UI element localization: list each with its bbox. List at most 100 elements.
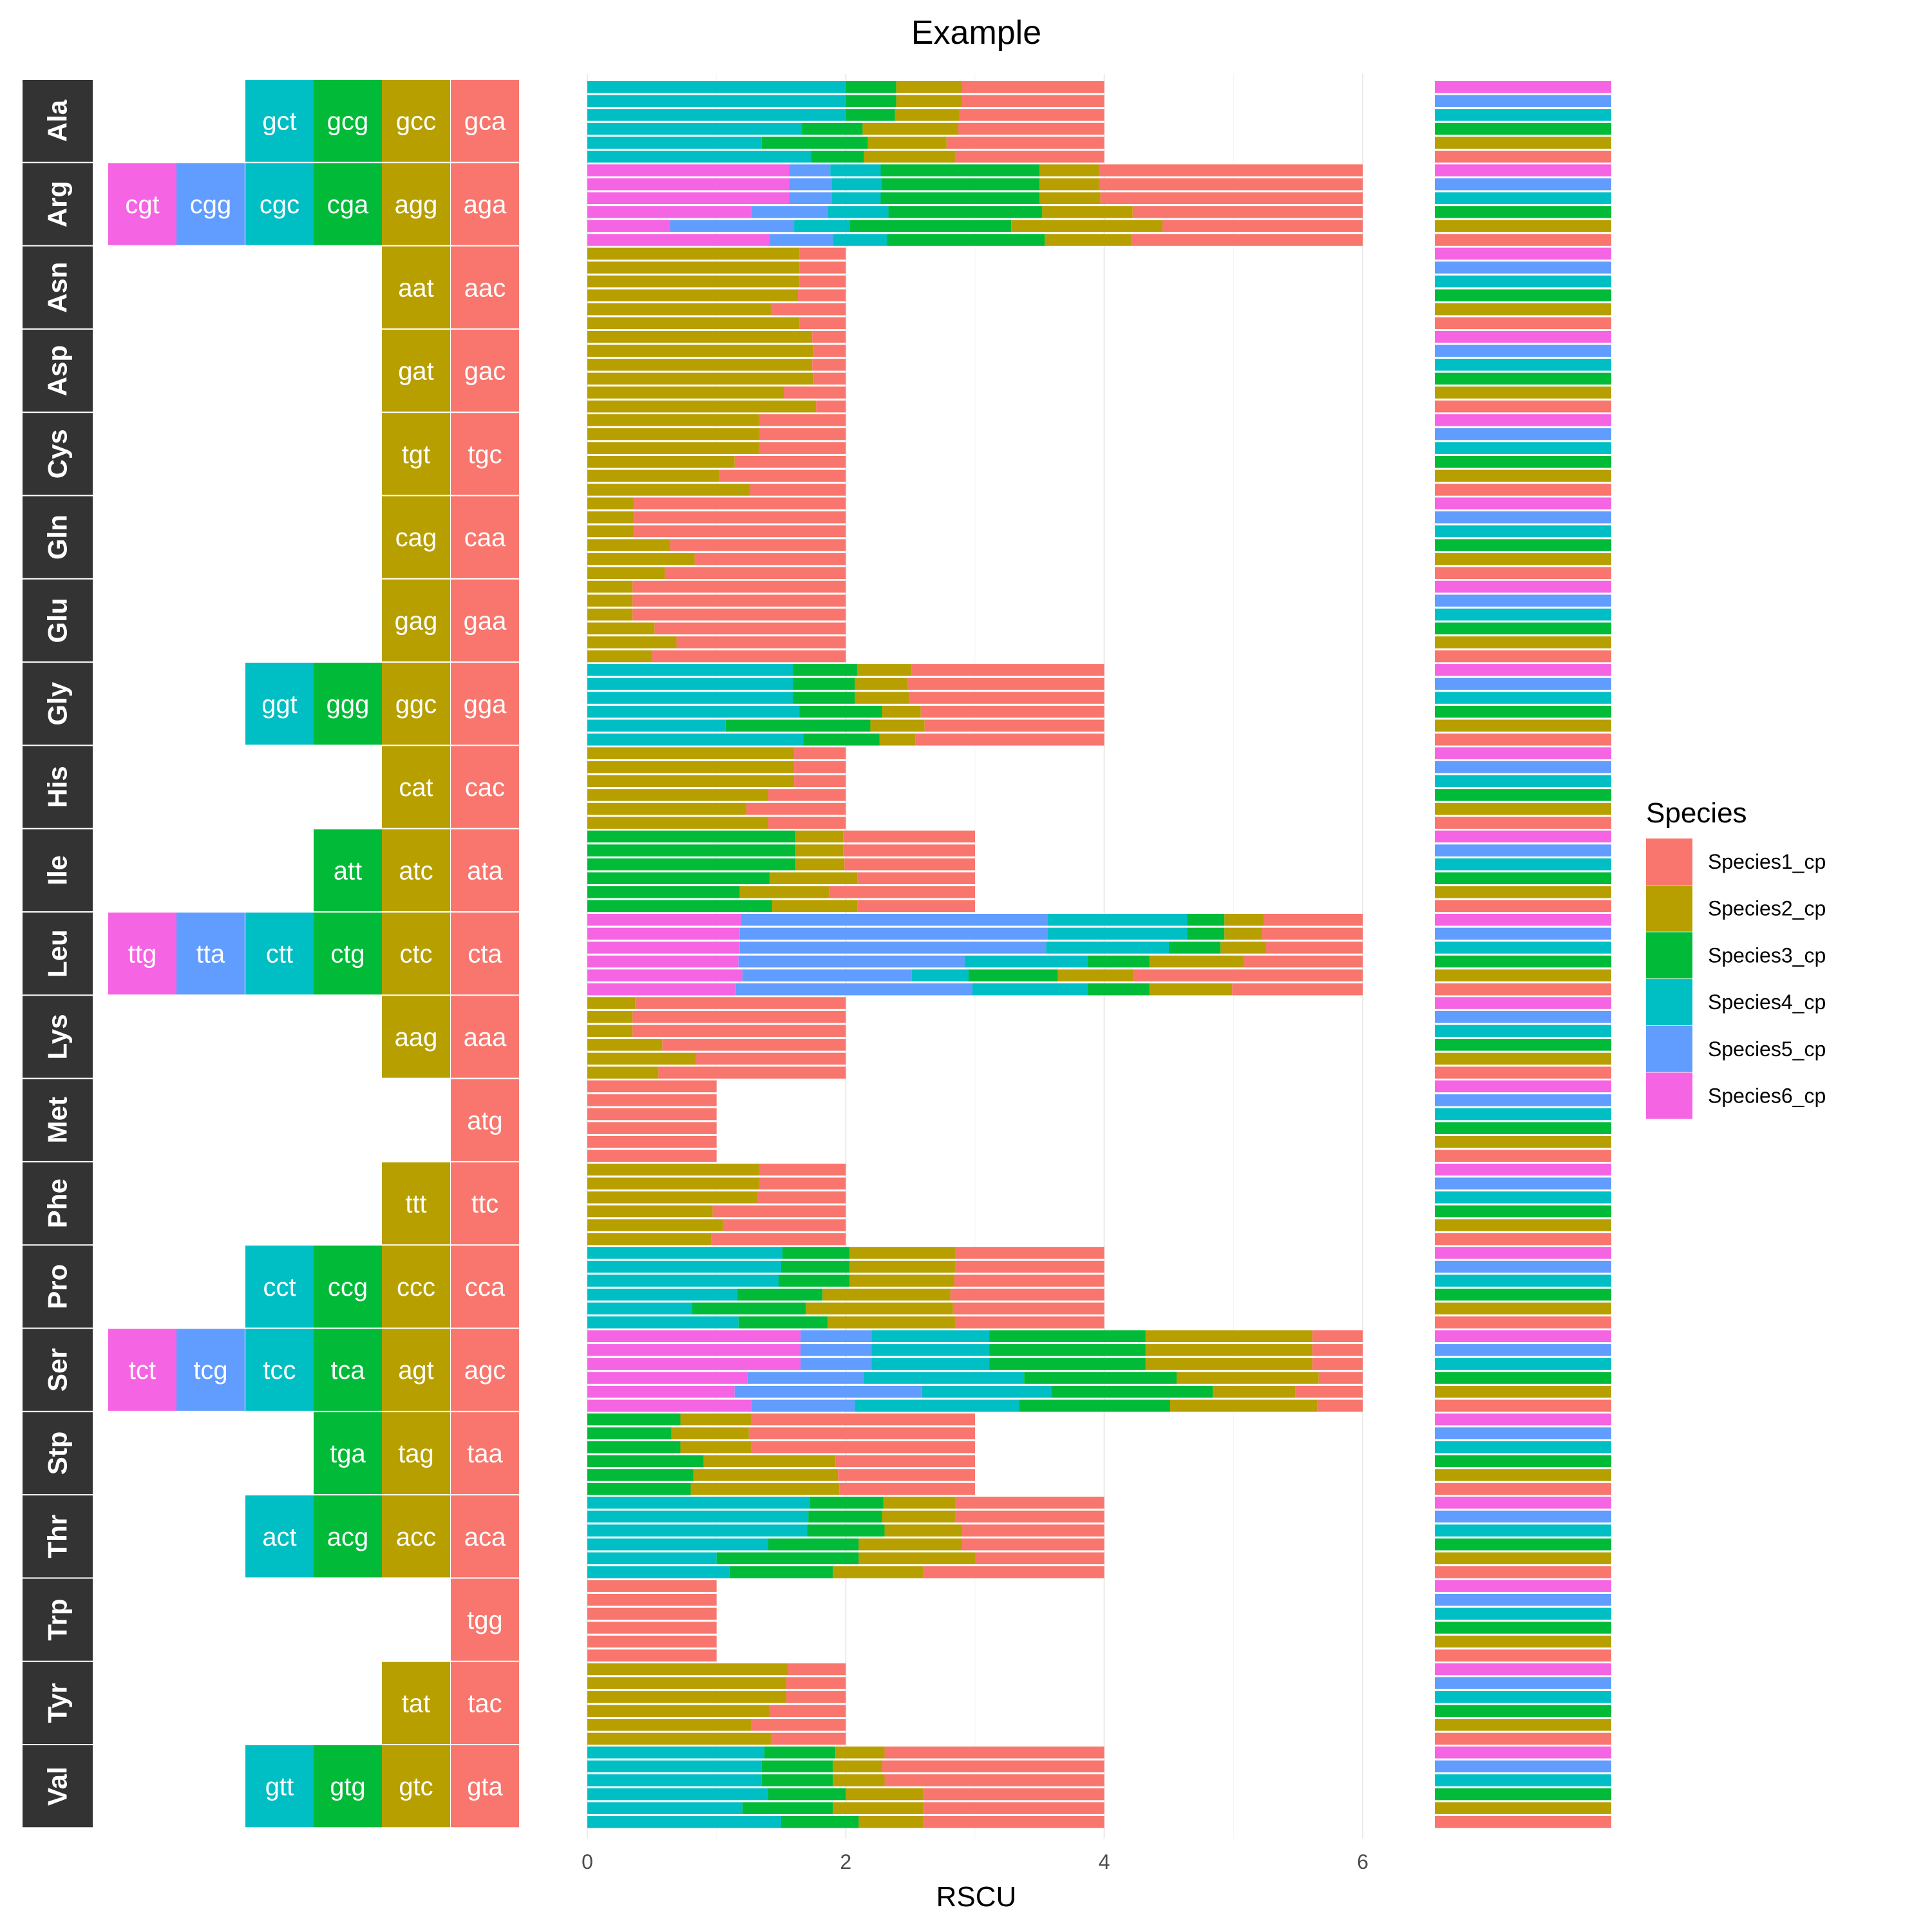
bar-segment xyxy=(1045,234,1132,246)
bar-segment xyxy=(694,553,846,565)
bar-segment xyxy=(883,1497,956,1509)
species-column-ser xyxy=(1435,1330,1611,1412)
bar-segment xyxy=(952,1302,1104,1315)
bar-segment xyxy=(954,1274,1104,1287)
codon-tile-label: cca xyxy=(465,1273,506,1302)
rscu-bars-ala xyxy=(587,81,1104,163)
bar-segment xyxy=(737,1289,823,1301)
codon-tile xyxy=(382,163,450,245)
bar-segment xyxy=(587,234,770,246)
bar-segment xyxy=(676,636,846,649)
bar-segment xyxy=(1087,983,1150,996)
species-column-phe xyxy=(1435,1163,1611,1245)
bar-segment xyxy=(652,650,846,663)
bar-segment xyxy=(768,1788,846,1801)
bar-segment xyxy=(769,872,858,884)
codon-tile xyxy=(245,1245,314,1328)
codon-tile-label: cac xyxy=(465,773,505,802)
bar-segment xyxy=(587,1719,752,1731)
bar-segment xyxy=(1265,942,1363,954)
codon-tile-label: gac xyxy=(464,357,506,386)
codon-tile xyxy=(245,663,314,745)
bar-segment xyxy=(880,164,1040,176)
bar-segment xyxy=(871,1330,990,1342)
bar-segment xyxy=(770,303,846,316)
species-cell xyxy=(1435,567,1611,579)
rscu-bars-val xyxy=(587,1747,1104,1828)
aa-strip-glu: Glu xyxy=(23,579,93,662)
bar-segment xyxy=(794,747,846,759)
bar-segment xyxy=(759,442,846,454)
species-cell xyxy=(1435,719,1611,732)
bar-segment xyxy=(955,1510,1104,1523)
codon-tile xyxy=(451,413,519,495)
bar-segment xyxy=(794,761,846,773)
bar-segment xyxy=(632,609,846,621)
codon-tile xyxy=(382,829,450,911)
aa-strip-pro: Pro xyxy=(23,1245,93,1328)
codon-tile xyxy=(451,1412,519,1495)
bar-segment xyxy=(587,386,784,399)
bar-segment xyxy=(587,567,665,579)
codon-tile xyxy=(451,1329,519,1411)
aa-strip-box xyxy=(23,1245,93,1328)
codon-tile-label: tgg xyxy=(467,1606,503,1634)
aa-strip-gly: Gly xyxy=(23,663,93,745)
bar-segment xyxy=(587,1816,781,1828)
codon-tile-label: aat xyxy=(398,274,434,302)
species-cell xyxy=(1435,1747,1611,1759)
bar-segment xyxy=(587,1094,717,1106)
species-cell xyxy=(1435,1622,1611,1634)
bar-segment xyxy=(587,330,813,343)
bar-segment xyxy=(793,664,858,676)
rscu-bars-leu xyxy=(587,914,1363,996)
bar-segment xyxy=(800,1358,872,1370)
bar-segment xyxy=(1224,914,1264,926)
bar-segment xyxy=(1047,914,1188,926)
codon-tile-label: gtc xyxy=(399,1773,433,1801)
bar-segment xyxy=(587,636,677,649)
bar-segment xyxy=(769,234,833,246)
codon-tile xyxy=(245,80,314,162)
bar-segment xyxy=(751,206,828,218)
rscu-bars-trp xyxy=(587,1580,717,1662)
species-cell xyxy=(1435,1760,1611,1773)
bar-segment xyxy=(1039,178,1099,191)
species-cell xyxy=(1435,1552,1611,1564)
bar-segment xyxy=(719,469,846,482)
bar-segment xyxy=(786,1690,846,1703)
bar-segment xyxy=(759,414,846,426)
codon-tile xyxy=(382,1245,450,1328)
codon-tile-label: ctc xyxy=(399,940,432,969)
bar-segment xyxy=(587,1025,633,1037)
bar-segment xyxy=(1099,164,1363,176)
rscu-bars-stp xyxy=(587,1413,975,1495)
bar-segment xyxy=(1046,942,1169,954)
bar-segment xyxy=(838,1469,975,1481)
bar-segment xyxy=(795,844,844,857)
bar-segment xyxy=(846,109,895,121)
species-cell xyxy=(1435,1372,1611,1384)
bar-segment xyxy=(843,844,975,857)
bar-segment xyxy=(587,1497,810,1509)
bar-segment xyxy=(587,858,796,871)
bar-segment xyxy=(587,1205,713,1218)
species-cell xyxy=(1435,1635,1611,1648)
aa-strip-box xyxy=(23,329,93,412)
species-column-asp xyxy=(1435,330,1611,413)
species-cell xyxy=(1435,1191,1611,1204)
bar-segment xyxy=(961,95,1104,108)
bar-segment xyxy=(587,1136,717,1148)
bar-segment xyxy=(759,1177,846,1189)
species-cell xyxy=(1435,1732,1611,1745)
bar-segment xyxy=(839,1482,975,1495)
bar-segment xyxy=(692,1302,806,1315)
bar-segment xyxy=(658,1066,846,1079)
bar-segment xyxy=(1149,983,1233,996)
species-cell xyxy=(1435,1524,1611,1537)
aa-strip-box xyxy=(23,913,93,995)
bar-segment xyxy=(587,1510,809,1523)
